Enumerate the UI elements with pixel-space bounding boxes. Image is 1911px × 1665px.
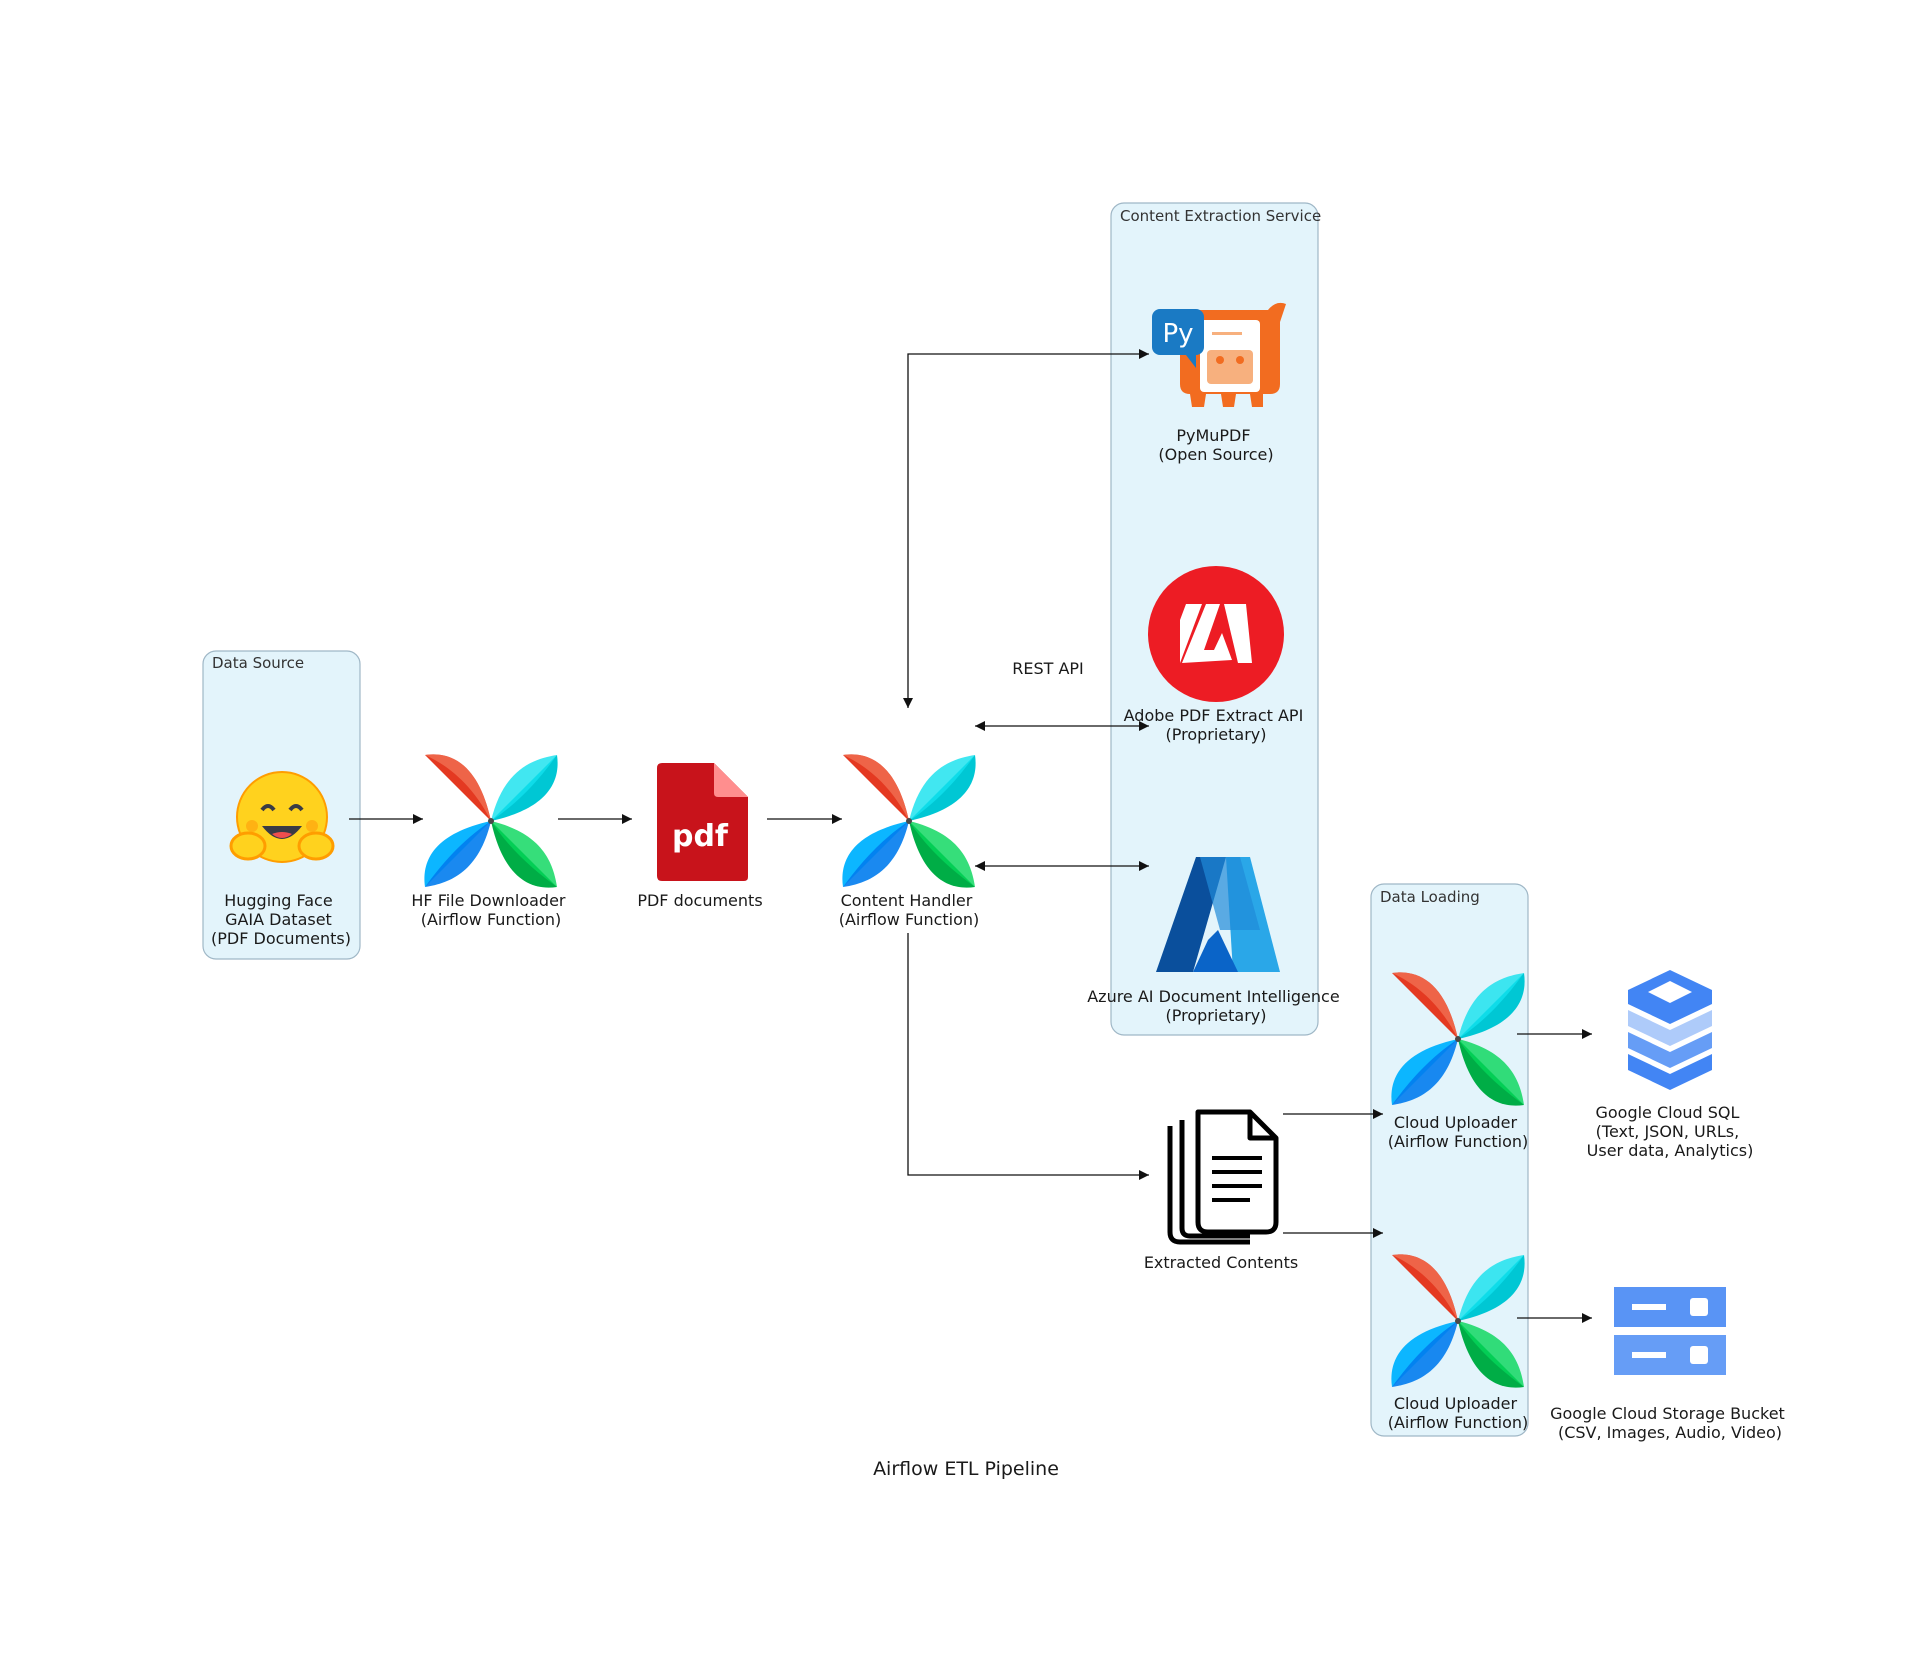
uploader-sql-label-2: (Airflow Function) xyxy=(1388,1132,1529,1151)
svg-text:Cloud Uploader (Airflow: Cloud Uploader (Airflow Function) xyxy=(1388,1113,1529,1151)
cluster-data-loading-label: Data Loading xyxy=(1380,888,1480,906)
diagram-title: Airflow ETL Pipeline xyxy=(873,1458,1059,1480)
pymupdf-label-2: (Open Source) xyxy=(1158,445,1273,464)
node-pdf-documents[interactable]: pdf PDF documents xyxy=(637,763,763,910)
adobe-label-2: (Proprietary) xyxy=(1165,725,1266,744)
uploader-gcs-label-1: Cloud Uploader xyxy=(1394,1394,1518,1413)
svg-text:Google Cloud SQL (Text,: Google Cloud SQL (Text, JSON, URLs, User… xyxy=(1587,1103,1754,1160)
cloud-sql-label-3: User data, Analytics) xyxy=(1587,1141,1754,1160)
pdf-file-icon: pdf xyxy=(657,763,748,881)
svg-text:Content Handler (Airflow: Content Handler (Airflow Function) xyxy=(839,891,980,929)
node-hugging-face[interactable]: Hugging Face GAIA Dataset (PDF Documents… xyxy=(211,771,351,948)
svg-text:Adobe PDF Extract API (P: Adobe PDF Extract API (Proprietary) xyxy=(1124,706,1309,744)
uploader-sql-label-1: Cloud Uploader xyxy=(1394,1113,1518,1132)
documents-stack-icon xyxy=(1167,1109,1279,1245)
hugging-face-label-2: GAIA Dataset xyxy=(225,910,332,929)
svg-text:HF File Downloader (Airf: HF File Downloader (Airflow Function) xyxy=(411,891,570,929)
content-handler-label-1: Content Handler xyxy=(841,891,973,910)
cluster-content-extraction-label: Content Extraction Service xyxy=(1120,207,1321,225)
adobe-icon xyxy=(1148,566,1284,702)
azure-label-1: Azure AI Document Intelligence xyxy=(1087,987,1339,1006)
svg-text:Cloud Uploader (Airflow: Cloud Uploader (Airflow Function) xyxy=(1388,1394,1529,1432)
node-content-handler[interactable]: Content Handler (Airflow Function) xyxy=(839,754,980,929)
node-hf-downloader[interactable]: HF File Downloader (Airflow Function) xyxy=(411,754,570,929)
azure-label-2: (Proprietary) xyxy=(1165,1006,1266,1025)
edge-handler-pymupdf xyxy=(903,349,1149,708)
node-pymupdf[interactable]: Py PyMuPDF (Open Source) xyxy=(1152,302,1286,464)
svg-text:PDF documents: PDF documents xyxy=(637,891,762,910)
cloud-sql-icon xyxy=(1628,970,1712,1090)
svg-text:Google Cloud Storage Bucket: Google Cloud Storage Bucket (CSV, Images… xyxy=(1550,1404,1790,1442)
cloud-storage-icon xyxy=(1614,1287,1726,1375)
hugging-face-label-3: (PDF Documents) xyxy=(211,929,351,948)
node-uploader-gcs[interactable]: Cloud Uploader (Airflow Function) xyxy=(1388,1254,1529,1432)
cluster-data-source-label: Data Source xyxy=(212,654,304,672)
airflow-pinwheel-icon xyxy=(842,754,976,888)
svg-text:PyMuPDF (Open Source): PyMuPDF (Open Source) xyxy=(1158,426,1273,464)
node-uploader-sql[interactable]: Cloud Uploader (Airflow Function) xyxy=(1388,972,1529,1151)
airflow-pinwheel-icon xyxy=(424,754,558,888)
edges xyxy=(349,349,1592,1323)
uploader-gcs-label-2: (Airflow Function) xyxy=(1388,1413,1529,1432)
pdf-icon-text: pdf xyxy=(672,819,729,854)
edge-handler-to-extracted xyxy=(907,933,1149,1180)
node-azure[interactable]: Azure AI Document Intelligence (Propriet… xyxy=(1087,857,1345,1025)
azure-icon xyxy=(1156,857,1280,972)
svg-text:Hugging Face GAIA Datase: Hugging Face GAIA Dataset (PDF Documents… xyxy=(211,891,351,948)
gcs-bucket-label-1: Google Cloud Storage Bucket xyxy=(1550,1404,1785,1423)
content-handler-label-2: (Airflow Function) xyxy=(839,910,980,929)
adobe-label-1: Adobe PDF Extract API xyxy=(1124,706,1304,725)
pymupdf-icon: Py xyxy=(1152,302,1286,407)
pymupdf-badge-text: Py xyxy=(1162,319,1193,349)
svg-text:Azure AI Document Intelligence: Azure AI Document Intelligence (Propriet… xyxy=(1087,987,1345,1025)
svg-text:Extracted Contents: Extracted Contents xyxy=(1144,1253,1298,1272)
cloud-sql-label-2: (Text, JSON, URLs, xyxy=(1596,1122,1740,1141)
pdf-documents-label: PDF documents xyxy=(637,891,762,910)
hugging-face-icon xyxy=(229,771,335,863)
node-adobe[interactable]: Adobe PDF Extract API (Proprietary) xyxy=(1124,566,1309,744)
node-gcs-bucket[interactable]: Google Cloud Storage Bucket (CSV, Images… xyxy=(1550,1287,1790,1442)
hugging-face-label-1: Hugging Face xyxy=(224,891,333,910)
cloud-sql-label-1: Google Cloud SQL xyxy=(1595,1103,1739,1122)
pymupdf-label-1: PyMuPDF xyxy=(1176,426,1250,445)
hf-downloader-label-1: HF File Downloader xyxy=(411,891,566,910)
node-cloud-sql[interactable]: Google Cloud SQL (Text, JSON, URLs, User… xyxy=(1587,970,1754,1160)
gcs-bucket-label-2: (CSV, Images, Audio, Video) xyxy=(1558,1423,1782,1442)
edge-label-rest-api: REST API xyxy=(1012,659,1084,678)
node-extracted-contents[interactable]: Extracted Contents xyxy=(1144,1109,1298,1272)
extracted-contents-label: Extracted Contents xyxy=(1144,1253,1298,1272)
hf-downloader-label-2: (Airflow Function) xyxy=(421,910,562,929)
